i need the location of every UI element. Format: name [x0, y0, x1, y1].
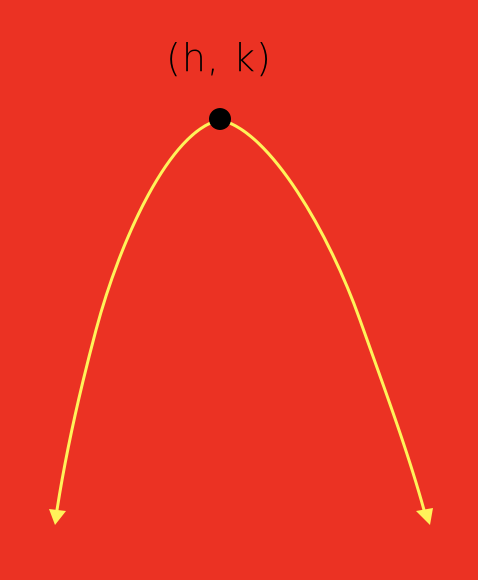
parabola-left-arm — [55, 118, 222, 512]
right-arrowhead — [416, 508, 433, 525]
left-arrowhead — [49, 509, 66, 525]
vertex-point — [209, 108, 231, 130]
parabola-right-arm — [218, 118, 426, 512]
vertex-label: (h, k) — [166, 36, 272, 80]
